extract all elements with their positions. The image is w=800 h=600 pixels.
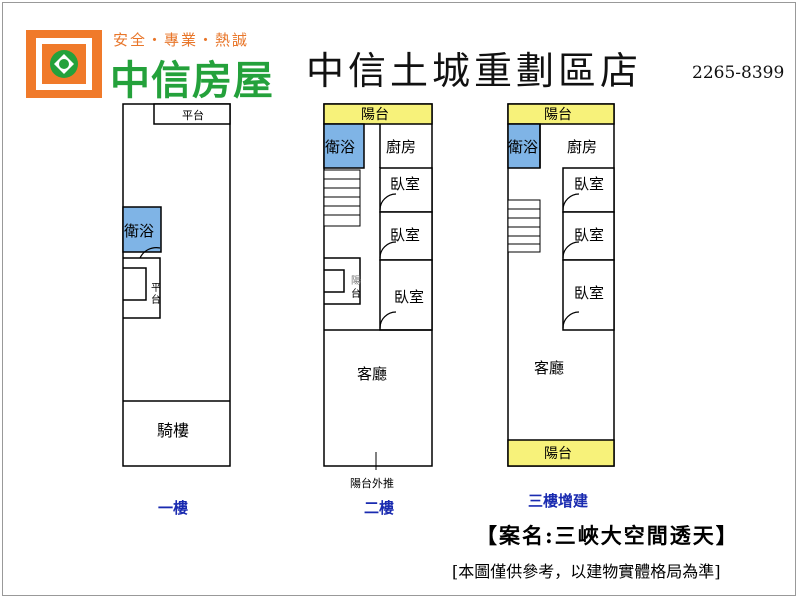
floor-1-label: 一樓 [158,499,189,517]
floor-2-door-arc-2 [379,241,397,259]
floor-3-bedroom-2-label: 臥室 [574,226,604,244]
floor-1-platform-small-label-2: 台 [151,293,161,306]
floor-2-notch [324,269,345,293]
floor-3-bedroom-3-label: 臥室 [574,284,604,302]
brand-logo [26,30,102,98]
floor-2-bedroom-3 [379,259,433,331]
brand-name: 中信房屋 [110,58,274,104]
floor-1-arcade-label: 騎樓 [157,421,189,440]
store-phone: 2265-8399 [692,63,785,83]
floor-2-kitchen-label: 廚房 [386,138,416,156]
floor-1-platform-top-label: 平台 [182,108,204,122]
floor-2-living-label: 客廳 [357,365,387,383]
floor-1-stair-notch [123,267,147,301]
floor-2-bedroom-1-label: 臥室 [390,175,420,193]
floor-2-stairs [323,169,361,227]
floor-1-plan [122,103,231,467]
floor-1-bath [122,206,162,253]
floor-3-balcony-bottom [507,439,615,467]
floor-1-platform-wall [123,257,161,319]
floor-3-living-label: 客廳 [534,359,564,377]
floor-3-bedroom-2 [562,211,615,261]
floor-2-bath [323,123,365,169]
floor-1-platform-small-label-1: 平 [151,283,161,294]
floor-3-plan [507,103,615,467]
floor-2-plan [323,103,433,470]
floor-2-bedroom-3-label: 臥室 [394,288,424,306]
floor-1-door-arc [139,247,161,259]
floor-1-platform-top [153,103,231,125]
floor-2-small-balcony-label-1: 陽 [351,275,361,287]
floor-1-outline [122,103,231,467]
floor-2-bedroom-1 [379,167,433,213]
slogan: 安全・專業・熱誠 [113,31,250,49]
floor-2-balcony [323,103,433,125]
floor-3-door-arc-3 [562,311,580,329]
floor-3-stairs [507,199,541,253]
floor-2-bath-label: 衛浴 [325,138,355,156]
floor-3-bedroom-3 [562,259,615,331]
case-name: 【案名:三峽大空間透天】 [476,523,739,548]
floor-1-bath-label: 衛浴 [124,222,154,240]
floor-3-balcony-top-label: 陽台 [544,107,572,123]
floor-3-balcony-top [507,103,615,125]
floor-2-door-arc-3 [379,311,397,329]
floor-2-note: 陽台外推 [350,476,394,490]
floor-3-door-arc-1 [562,193,580,211]
floor-2-bedroom-2-label: 臥室 [390,226,420,244]
floor-3-balcony-bottom-label: 陽台 [544,446,572,462]
floor-2-small-balcony [324,257,361,305]
floor-3-label: 三樓增建 [528,492,589,510]
floor-3-kitchen-label: 廚房 [567,138,597,156]
disclaimer: [本圖僅供參考，以建物實體格局為準] [452,562,721,581]
floor-3-bath-label: 衛浴 [508,138,538,156]
floor-2-door-arc-1 [379,193,397,211]
house-logo-icon [26,30,102,98]
floor-3-bedroom-1-label: 臥室 [574,175,604,193]
floor-3-door-arc-2 [562,241,580,259]
floor-2-balcony-label: 陽台 [361,107,389,123]
store-name: 中信土城重劃區店 [306,49,643,93]
floor-2-bedroom-2 [379,211,433,261]
floor-2-small-balcony-label-2: 台 [351,287,361,300]
floor-2-label: 二樓 [364,499,395,517]
